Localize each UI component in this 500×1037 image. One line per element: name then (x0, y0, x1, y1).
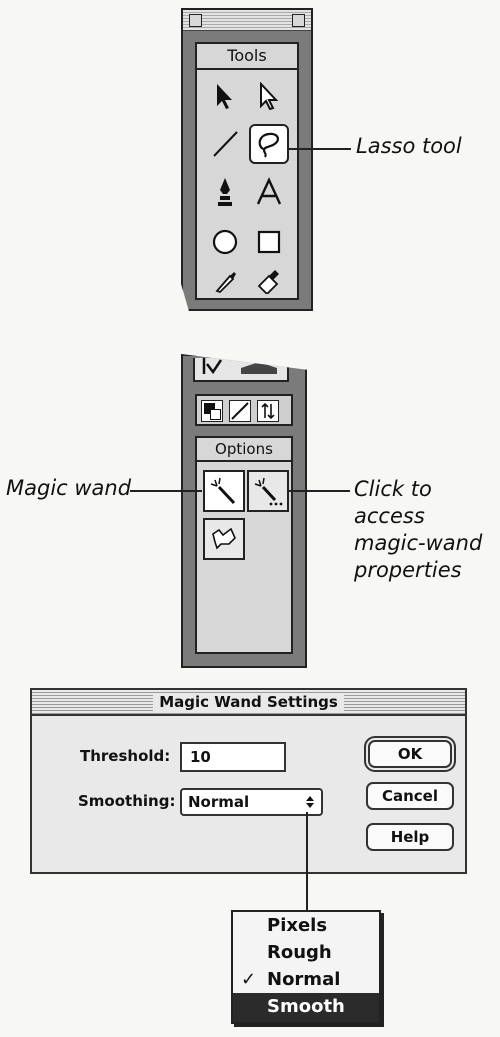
fill-swatch (210, 409, 221, 420)
stroke-swatch (204, 403, 215, 414)
oval-tool-button[interactable] (205, 222, 245, 262)
dialog-title: Magic Wand Settings (32, 692, 465, 712)
tools-palette: Tools (181, 8, 313, 311)
properties-callout-line-2: magic-wand (354, 531, 483, 555)
smoothing-popup-menu: Pixels Rough ✓ Normal Smooth (231, 910, 381, 1024)
magic-wand-callout-line (130, 490, 202, 492)
menu-item-rough[interactable]: Rough (267, 942, 332, 963)
paint-bucket-icon (257, 270, 279, 294)
select-arrows-icon (306, 796, 314, 808)
magic-wand-properties-button[interactable] (247, 470, 289, 512)
lasso-tool-button[interactable] (249, 124, 289, 164)
subselect-arrow-icon (260, 82, 279, 110)
options-palette: Options (181, 354, 307, 668)
subselect-tool-button[interactable] (249, 76, 289, 116)
paint-bucket-tool-button[interactable] (249, 266, 289, 296)
menu-item-smooth[interactable]: Smooth (233, 993, 379, 1022)
text-icon (256, 177, 282, 205)
color-controls (195, 394, 293, 426)
smoothing-label: Smoothing: (78, 792, 176, 810)
arrow-tool-button[interactable] (205, 76, 245, 116)
lasso-callout-line (289, 148, 351, 150)
tools-palette-titlebar[interactable] (183, 10, 311, 31)
dropper-icon (215, 272, 236, 294)
magic-wand-settings-dialog: Magic Wand Settings Threshold: 10 Smooth… (30, 688, 467, 874)
properties-callout-line (288, 490, 350, 492)
polygon-lasso-button[interactable] (203, 518, 245, 560)
properties-callout-label: Click to access magic-wand properties (354, 476, 500, 584)
tools-panel-header: Tools (197, 44, 297, 70)
lasso-icon (258, 132, 279, 158)
magic-wand-properties-icon (254, 477, 283, 506)
partial-tool-icon-2 (241, 362, 277, 374)
magic-wand-icon (210, 477, 236, 505)
arrow-icon (217, 84, 232, 109)
oval-icon (212, 229, 238, 255)
polygon-lasso-icon (212, 527, 236, 550)
dropper-tool-button[interactable] (205, 266, 245, 296)
menu-item-pixels[interactable]: Pixels (267, 915, 328, 936)
close-box-icon[interactable] (189, 14, 202, 27)
ok-button[interactable]: OK (368, 740, 452, 768)
line-tool-button[interactable] (205, 124, 245, 164)
menu-connector-line (306, 812, 308, 910)
tools-panel: Tools (195, 42, 299, 300)
lasso-callout-label: Lasso tool (356, 134, 462, 158)
options-panel-header: Options (197, 438, 291, 462)
collapse-box-icon[interactable] (292, 14, 305, 27)
pen-icon (218, 178, 232, 206)
rectangle-tool-button[interactable] (249, 222, 289, 262)
partial-tool-icon (202, 358, 223, 375)
swap-icon (261, 402, 275, 420)
properties-callout-line-1: Click to access (354, 477, 432, 528)
no-color-icon (231, 402, 249, 420)
magic-wand-callout-label: Magic wand (6, 476, 132, 500)
no-color-button[interactable] (229, 400, 251, 422)
smoothing-select-value: Normal (188, 793, 250, 811)
smoothing-select[interactable]: Normal (180, 788, 323, 816)
properties-callout-line-3: properties (354, 558, 462, 582)
threshold-input[interactable]: 10 (180, 742, 286, 772)
rectangle-icon (257, 230, 281, 254)
pen-tool-button[interactable] (205, 172, 245, 212)
cancel-button[interactable]: Cancel (366, 782, 454, 810)
threshold-label: Threshold: (80, 747, 171, 765)
menu-item-normal[interactable]: ✓ Normal (233, 966, 379, 993)
magic-wand-button[interactable] (203, 470, 245, 512)
default-colors-button[interactable] (201, 400, 223, 422)
swap-colors-button[interactable] (257, 400, 279, 422)
options-panel: Options (195, 436, 293, 654)
checkmark-icon: ✓ (241, 969, 257, 990)
partial-tool-row (193, 358, 289, 382)
help-button[interactable]: Help (366, 823, 454, 851)
text-tool-button[interactable] (249, 172, 289, 212)
line-icon (213, 131, 238, 157)
